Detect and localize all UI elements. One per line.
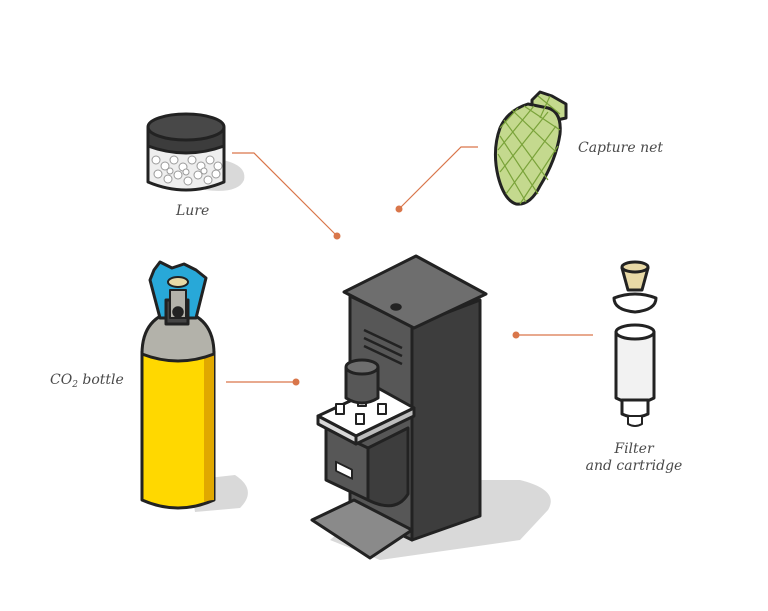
co2-bottle (140, 260, 216, 510)
cartridge-body (614, 330, 656, 405)
valve-cap (167, 276, 189, 288)
lure-leader (232, 152, 338, 237)
cartridge-foot (627, 415, 643, 427)
filter-cone-rim (620, 260, 650, 274)
co2-label-suffix: bottle (77, 372, 124, 388)
lure-jar (146, 112, 226, 192)
bottle-body (140, 350, 216, 510)
filter-and-cartridge (612, 260, 658, 427)
net-body (493, 102, 562, 206)
base-tray (310, 498, 414, 560)
filter-leader-dot (512, 331, 520, 339)
lure-leader-dot (333, 232, 341, 240)
bottle-shoulder (140, 308, 216, 363)
cabinet-vents (363, 328, 403, 366)
co2-leader-dot (292, 378, 300, 386)
leader-lines (226, 146, 593, 383)
capture-net-leader-dot (395, 205, 403, 213)
cartridge-bottom-cap (620, 398, 650, 419)
capture-net-label: Capture net (578, 140, 664, 156)
filter-label-line1: Filter (614, 441, 654, 457)
trap-cabinet (310, 254, 488, 560)
bottle-valve (148, 260, 208, 326)
lure-lid-top (146, 112, 226, 142)
canister-body (344, 366, 380, 405)
collection-box-side (366, 426, 410, 508)
cabinet-side (410, 298, 482, 542)
valve-knob (172, 306, 184, 318)
filter-cartridge-label: Filter and cartridge (578, 441, 690, 475)
co2-label-subscript: 2 (72, 380, 78, 390)
net-knot-mesh (537, 95, 561, 119)
cabinet-top-hole (390, 303, 402, 311)
lure-label: Lure (176, 203, 210, 219)
cartridge-top (614, 323, 656, 341)
capture-net-leader (398, 146, 478, 210)
filter-label-line2: and cartridge (585, 458, 683, 474)
collection-box-window (335, 460, 353, 480)
co2-label-prefix: CO (50, 372, 73, 388)
lure-pellets (151, 155, 223, 186)
filter-flange (612, 292, 658, 314)
co2-bottle-label: CO2 bottle (50, 372, 124, 394)
platform-side (354, 406, 416, 446)
capture-net (493, 90, 568, 206)
net-mesh (497, 105, 561, 205)
cabinet-top (342, 254, 488, 330)
bottle-body-shade (204, 352, 214, 502)
leader-dots (292, 205, 520, 386)
canister-top (344, 358, 380, 376)
